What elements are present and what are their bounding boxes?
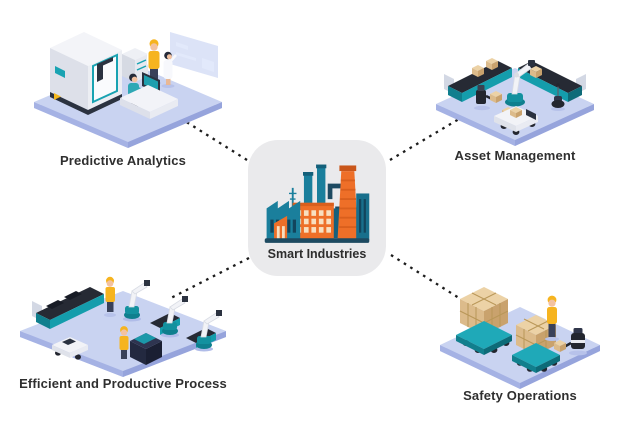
worker-figure (545, 295, 559, 341)
picker-robot (554, 328, 587, 356)
robot-arm (195, 310, 222, 352)
label-asset-management: Asset Management (454, 148, 576, 163)
box-on-belt (530, 66, 542, 78)
scanner-robot (551, 83, 565, 111)
box-on-belt (472, 65, 484, 77)
label-smart-industries: Smart Industries (267, 247, 367, 261)
node-smart-industries: Smart Industries (248, 140, 386, 276)
cargo-cart (512, 315, 560, 373)
label-efficient-productive-process: Efficient and Productive Process (19, 376, 227, 391)
robot-arm (161, 296, 188, 338)
worker-figure (119, 326, 129, 359)
node-asset-management: Asset Management (424, 14, 606, 163)
mobile-robot (474, 85, 502, 111)
utility-cart (52, 337, 88, 360)
robot-arm (505, 60, 535, 107)
asset-management-illustration (436, 58, 594, 146)
worker-figure (104, 276, 116, 317)
agv-truck (494, 106, 538, 135)
label-predictive-analytics: Predictive Analytics (59, 153, 187, 168)
predictive-analytics-illustration (34, 32, 222, 148)
analyst-figure (161, 51, 177, 88)
operator-desk (120, 72, 178, 119)
safety-operations-illustration (440, 287, 600, 389)
control-machine (130, 333, 162, 365)
box-on-belt (486, 58, 498, 70)
factory-icon (264, 164, 370, 243)
node-efficient-productive-process: Efficient and Productive Process (6, 243, 240, 391)
robot-arm (123, 280, 150, 322)
efficient-process-illustration (20, 276, 226, 377)
node-predictive-analytics: Predictive Analytics (18, 6, 228, 168)
cargo-cart (456, 287, 512, 355)
label-safety-operations: Safety Operations (463, 388, 577, 403)
node-safety-operations: Safety Operations (428, 255, 612, 403)
